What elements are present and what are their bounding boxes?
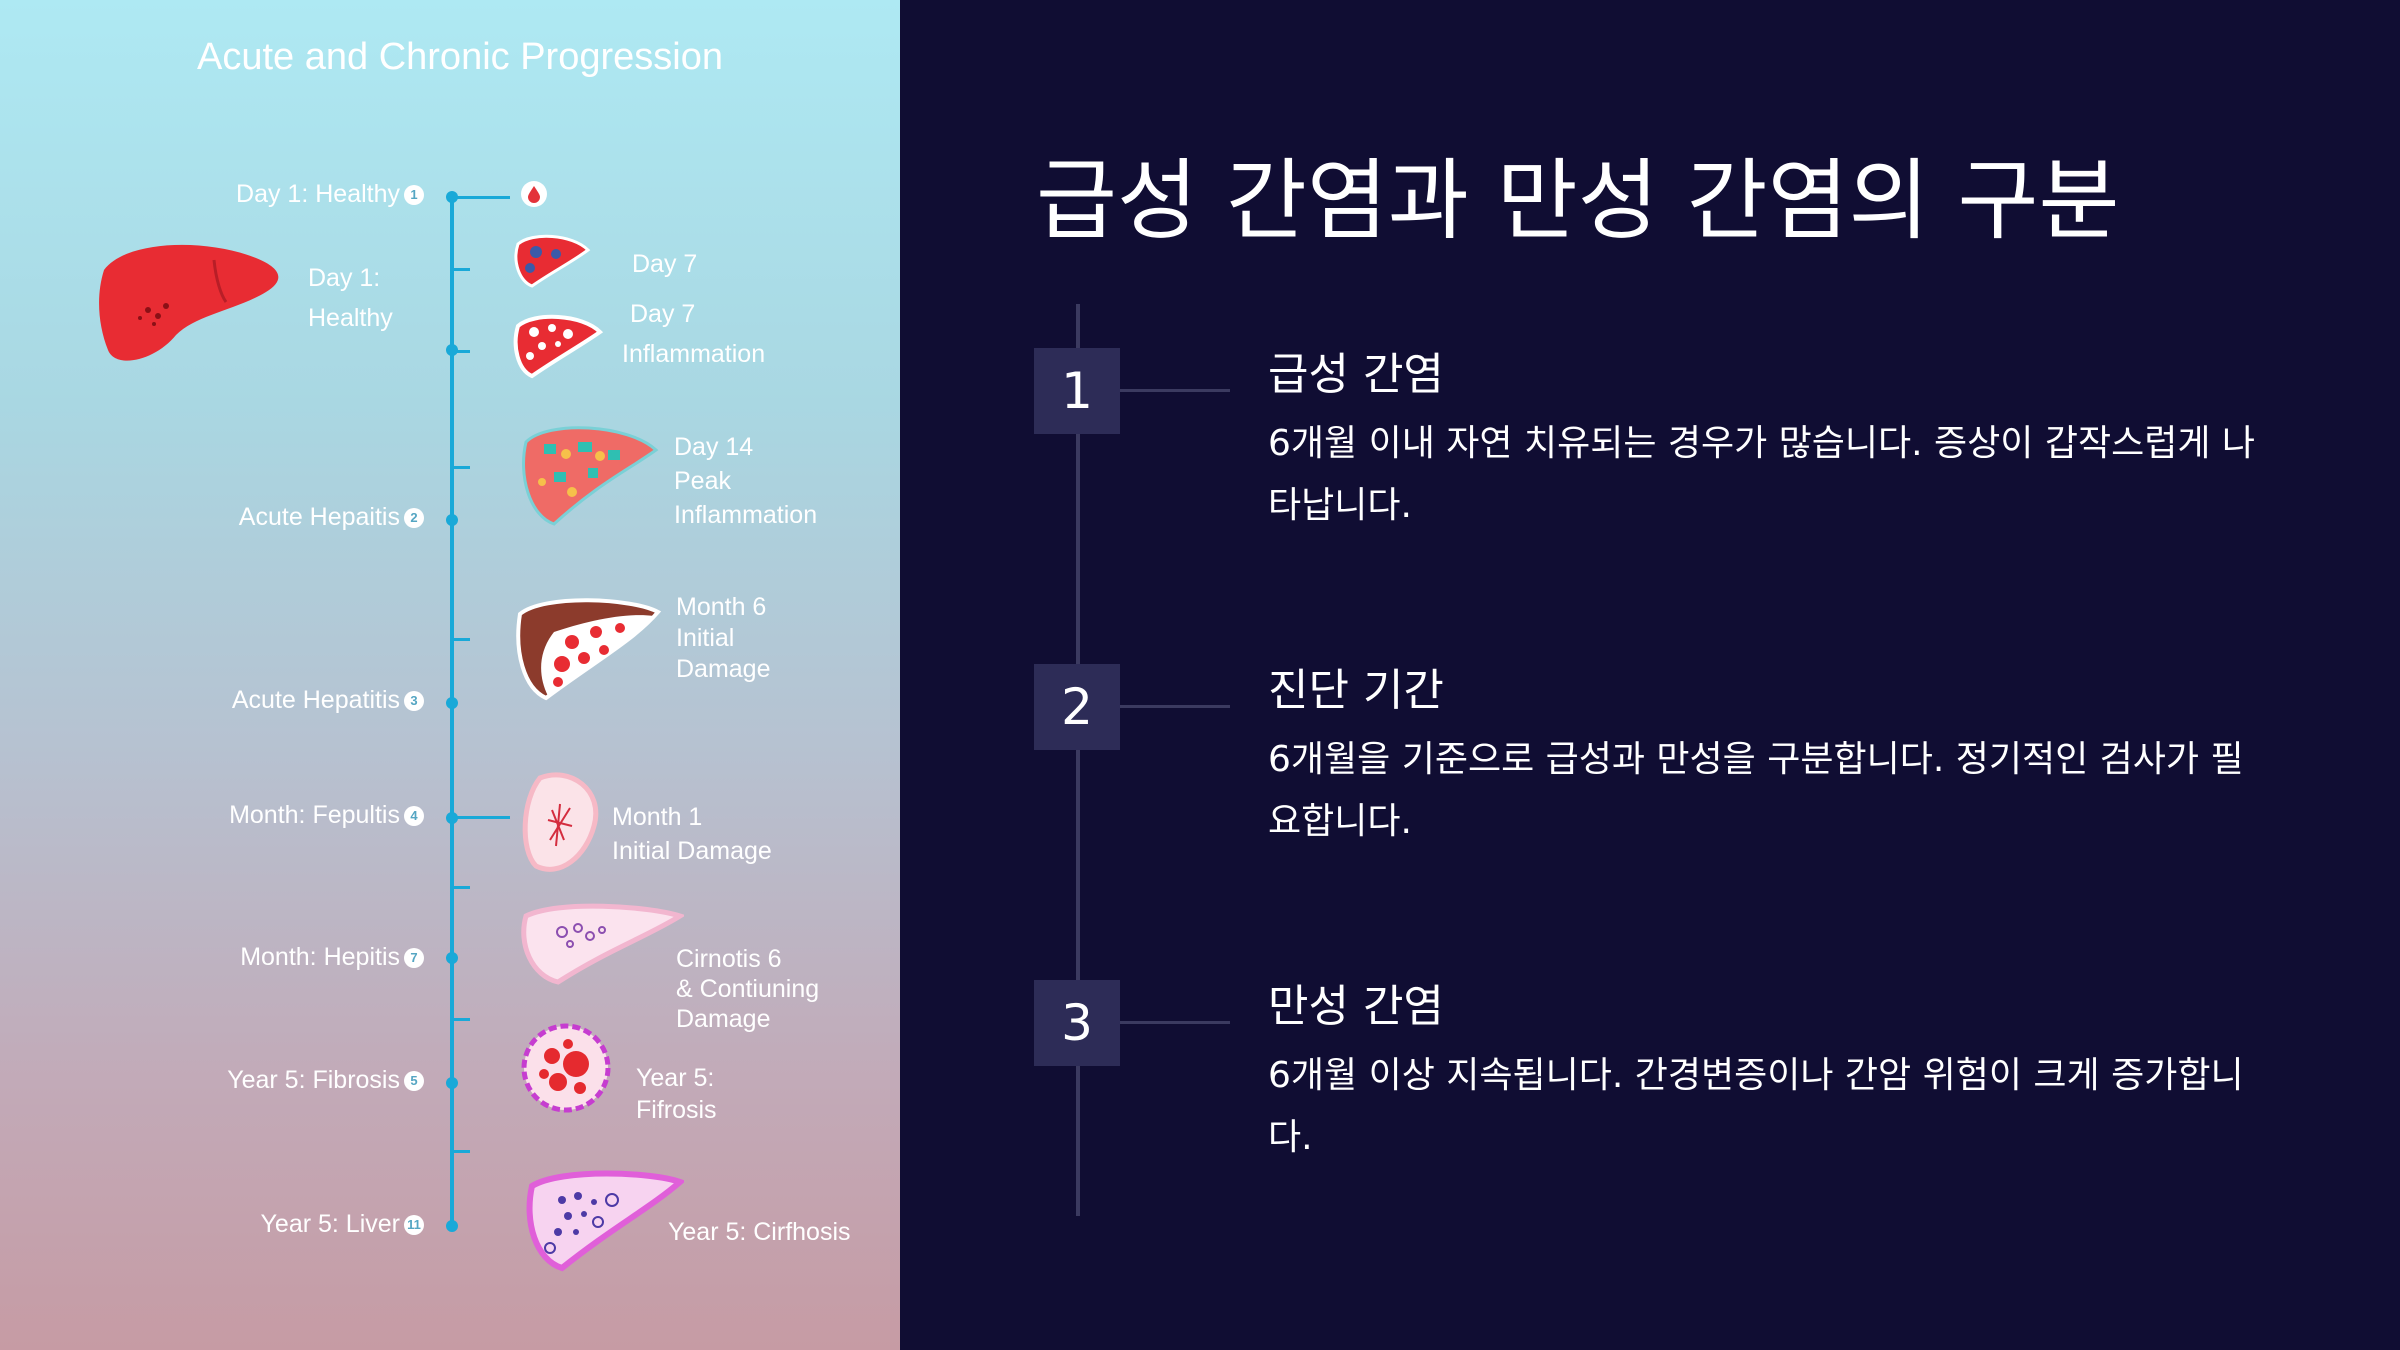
liver-stage-icon (513, 314, 604, 379)
timeline-tick (450, 886, 470, 889)
timeline-dot (446, 191, 458, 203)
timeline-tick (450, 1150, 470, 1153)
step-number-badge: 4 (404, 806, 424, 827)
stage-label: Day 14 Peak Inflammation (674, 433, 818, 529)
timeline-tick (450, 816, 510, 819)
steps-timeline-line (1076, 304, 1080, 1216)
stage-label: Year 5: Cirfhosis (668, 1218, 851, 1246)
timeline-dot (446, 812, 458, 824)
step-description: 6개월 이상 지속됩니다. 간경변증이나 간암 위험이 크게 증가합니다. (1268, 1055, 2244, 1158)
step-connector (1120, 1021, 1230, 1024)
liver-stage-icon (516, 598, 662, 701)
stage-label: Month 1 Initial Damage (612, 803, 772, 865)
step-number-badge: 7 (404, 948, 424, 969)
stage-label: Day 7 (632, 250, 698, 278)
liver-stage-icon (521, 1023, 611, 1113)
timeline-dot (446, 514, 458, 526)
timeline-dot (446, 344, 458, 356)
step-description: 6개월 이내 자연 치유되는 경우가 많습니다. 증상이 갑작스럽게 나타납니다… (1268, 423, 2256, 526)
infographic-title: Acute and Chronic Progression (197, 36, 723, 78)
timeline-tick (450, 196, 510, 199)
timeline-tick (450, 466, 470, 469)
timeline-tick (450, 1018, 470, 1021)
step-title: 진단 기간 (1268, 665, 1444, 716)
healthy-liver-icon (99, 244, 279, 361)
liver-stage-icon (521, 903, 684, 985)
step-number-box: 3 (1034, 980, 1120, 1066)
step-description: 6개월을 기준으로 급성과 만성을 구분합니다. 정기적인 검사가 필요합니다. (1268, 739, 2244, 842)
timeline-dot (446, 697, 458, 709)
step-number-badge: 1 (404, 185, 424, 206)
step-title: 만성 간염 (1268, 981, 1444, 1032)
liver-stage-icon (522, 772, 599, 872)
timeline-tick (450, 350, 470, 353)
timeline-dot (446, 952, 458, 964)
stage-label: Cirnotis 6 & Contiuning Damage (676, 945, 820, 1033)
step-number-box: 1 (1034, 348, 1120, 434)
step-number-badge: 2 (404, 508, 424, 529)
step-title: 급성 간염 (1268, 349, 1444, 400)
stage-label: Month 6 Initial Damage (676, 593, 771, 683)
liver-stage-icon (526, 1170, 684, 1272)
timeline-axis (450, 195, 454, 1227)
stage-label: Day 7 Inflammation (622, 300, 766, 368)
timeline-tick (450, 638, 470, 641)
blood-drop-icon (521, 181, 547, 207)
liver-stage-icon (514, 234, 591, 288)
stage-label: Year 5: Fifrosis (636, 1064, 717, 1124)
step-number-badge: 3 (404, 691, 424, 712)
timeline-dot (446, 1220, 458, 1232)
healthy-label: Day 1: Healthy (308, 264, 393, 332)
slide-title: 급성 간염과 만성 간염의 구분 (1036, 149, 2120, 252)
step-connector (1120, 705, 1230, 708)
timeline-dot (446, 1077, 458, 1089)
step-number-badge: 11 (404, 1215, 424, 1236)
timeline-tick (450, 268, 470, 271)
step-number-badge: 5 (404, 1071, 424, 1092)
liver-stage-icon (522, 426, 659, 526)
step-number-box: 2 (1034, 664, 1120, 750)
step-connector (1120, 389, 1230, 392)
progression-infographic: Acute and Chronic Progression Day 1: Hea… (0, 0, 900, 1350)
